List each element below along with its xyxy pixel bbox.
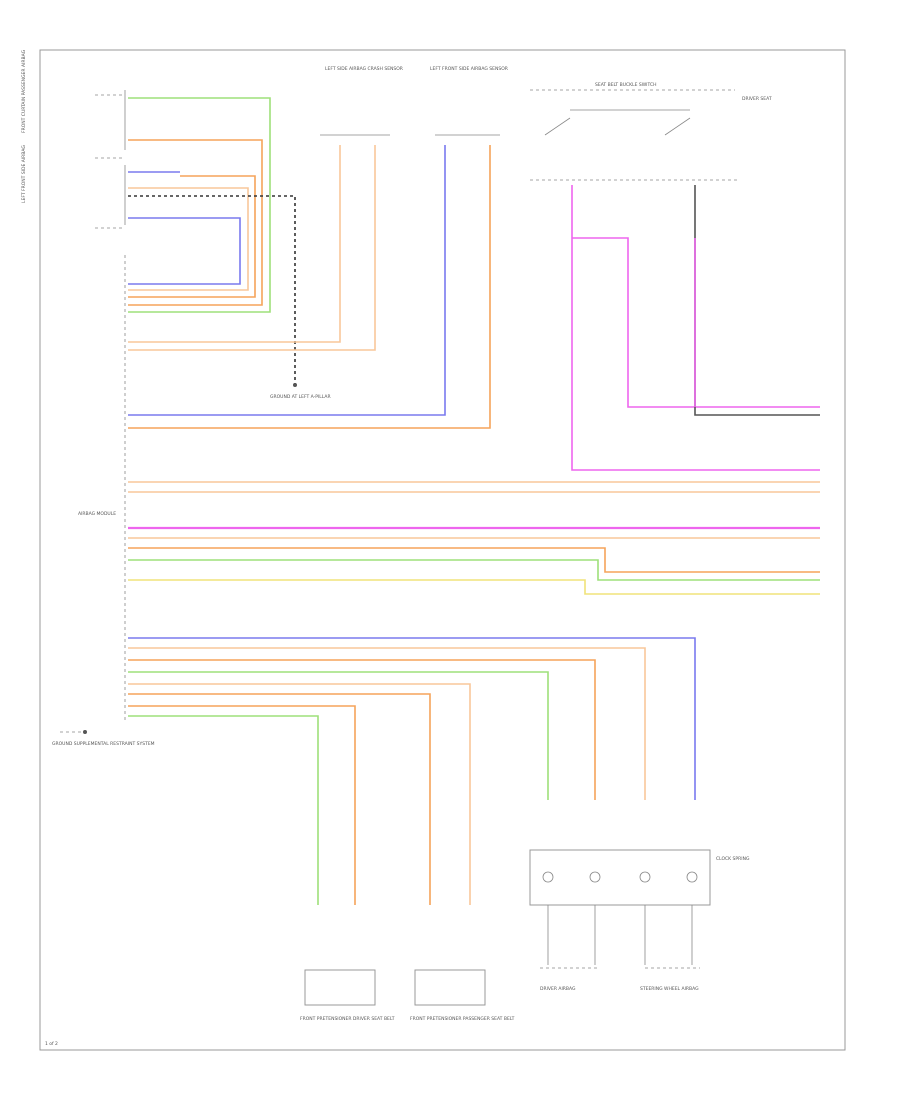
wire-green-4 <box>128 715 319 905</box>
wire-green-3 <box>128 671 549 800</box>
top-mid-sensor-2-label: LEFT FRONT SIDE AIRBAG SENSOR <box>430 66 508 72</box>
wire-blue-3 <box>128 145 446 416</box>
wire-black-1 <box>128 195 296 385</box>
airbag-module-label: AIRBAG MODULE <box>78 511 116 517</box>
wire-yellow-1 <box>128 579 820 595</box>
wire-orange-1 <box>128 139 263 306</box>
wire-orange-15 <box>128 705 356 905</box>
clock-spring: CLOCK SPRING <box>529 849 750 965</box>
top-right-switch-label: SEAT BELT BUCKLE SWITCH <box>595 82 657 88</box>
top-right-switch-sub-label: DRIVER SEAT <box>742 96 772 102</box>
ground-dot-1 <box>293 383 297 387</box>
bottom-left-1-label: FRONT PRETENSIONER DRIVER SEAT BELT <box>300 1016 395 1022</box>
top-left-component-1-label: FRONT CURTAIN PASSENGER AIRBAG <box>21 49 27 133</box>
wire-green-1 <box>128 97 271 313</box>
bottom-left-2-label: FRONT PRETENSIONER PASSENGER SEAT BELT <box>410 1016 515 1022</box>
wire-orange-5 <box>128 145 376 351</box>
bottom-right-2-label: STEERING WHEEL AIRBAG <box>640 986 699 992</box>
wire-orange-13 <box>128 683 471 905</box>
wire-magenta-1 <box>571 185 820 471</box>
ground-note-label: GROUND AT LEFT A-PILLAR <box>270 394 331 400</box>
top-mid-sensor-1-label: LEFT SIDE AIRBAG CRASH SENSOR <box>325 66 403 72</box>
wire-orange-6 <box>128 145 491 429</box>
wire-orange-3 <box>128 187 249 291</box>
clock-spring-label: CLOCK SPRING <box>716 856 750 862</box>
top-left-component-2-label: LEFT FRONT SIDE AIRBAG <box>21 145 27 203</box>
wire-black-2 <box>694 185 820 416</box>
seat-belt-switch: SEAT BELT BUCKLE SWITCH DRIVER SEAT <box>530 82 772 181</box>
wire-magenta-2 <box>572 237 820 408</box>
ground-symbols: GROUND AT LEFT A-PILLAR GROUND SUPPLEMEN… <box>52 383 331 747</box>
wire-blue-4 <box>128 637 696 800</box>
wire-orange-11 <box>128 647 646 800</box>
wire-green-2 <box>128 559 820 581</box>
airbag-module-connector: AIRBAG MODULE <box>78 255 126 720</box>
wire-orange-2 <box>128 175 256 298</box>
wire-orange-12 <box>128 659 596 800</box>
pretensioner-2-box <box>414 969 486 1006</box>
wires <box>128 97 820 905</box>
wire-orange-10 <box>128 547 820 573</box>
top-sensors: LEFT SIDE AIRBAG CRASH SENSOR LEFT FRONT… <box>320 66 508 136</box>
bottom-right-1-label: DRIVER AIRBAG <box>540 986 576 992</box>
ground-dot-2 <box>83 730 87 734</box>
wire-orange-4 <box>128 145 341 343</box>
footer-label: 1 of 2 <box>45 1041 58 1047</box>
wire-blue-2 <box>128 217 241 285</box>
diagram-border <box>39 49 846 1051</box>
top-left-connectors: FRONT CURTAIN PASSENGER AIRBAG LEFT FRON… <box>21 49 126 229</box>
bottom-components: FRONT PRETENSIONER DRIVER SEAT BELT FRON… <box>300 967 700 1022</box>
pretensioner-1-box <box>304 969 376 1006</box>
wire-orange-14 <box>128 693 431 905</box>
left-ground-note-label: GROUND SUPPLEMENTAL RESTRAINT SYSTEM <box>52 741 155 747</box>
